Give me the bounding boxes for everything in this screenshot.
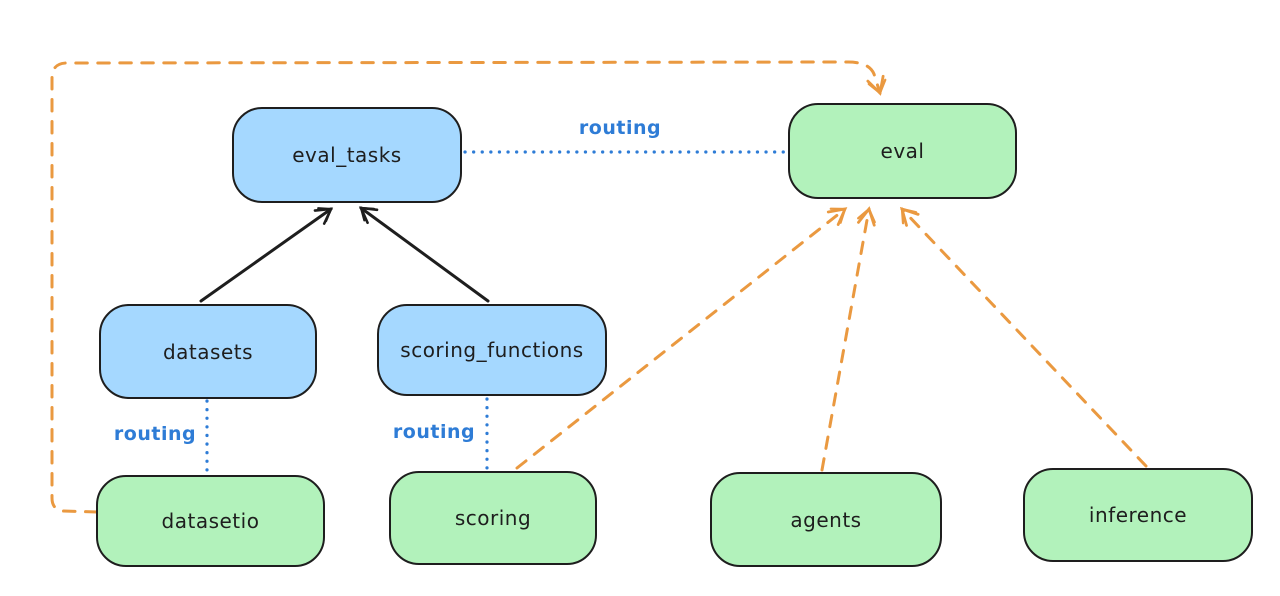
edge-label-routing-datasets-datasetio: routing — [113, 423, 197, 445]
arrow-scoring-functions-to-eval-tasks — [358, 206, 490, 303]
node-datasetio-label: datasetio — [161, 509, 260, 533]
node-eval-label: eval — [880, 139, 925, 163]
node-agents-label: agents — [790, 507, 862, 532]
node-agents: agents — [710, 472, 942, 567]
node-datasets-label: datasets — [162, 339, 254, 364]
node-inference: inference — [1023, 468, 1253, 562]
node-datasets: datasets — [99, 304, 317, 399]
arrow-datasets-to-eval-tasks — [199, 207, 334, 303]
edge-label-routing-scoring-functions-scoring: routing — [392, 421, 476, 443]
node-scoring-label: scoring — [454, 506, 532, 530]
dashed-agents-to-eval — [820, 206, 876, 472]
node-scoring-functions: scoring_functions — [377, 304, 607, 396]
node-eval-tasks: eval_tasks — [232, 107, 462, 203]
node-datasetio: datasetio — [96, 475, 325, 567]
node-eval: eval — [788, 103, 1017, 199]
node-inference-label: inference — [1088, 503, 1188, 527]
node-scoring: scoring — [389, 471, 597, 565]
dashed-scoring-to-eval — [515, 207, 848, 470]
dashed-datasetio-to-eval — [50, 60, 887, 514]
dashed-inference-to-eval — [899, 206, 1148, 468]
node-eval-tasks-label: eval_tasks — [292, 143, 402, 167]
edge-label-routing-eval-tasks-eval: routing — [578, 117, 662, 139]
node-scoring-functions-label: scoring_functions — [400, 338, 584, 362]
